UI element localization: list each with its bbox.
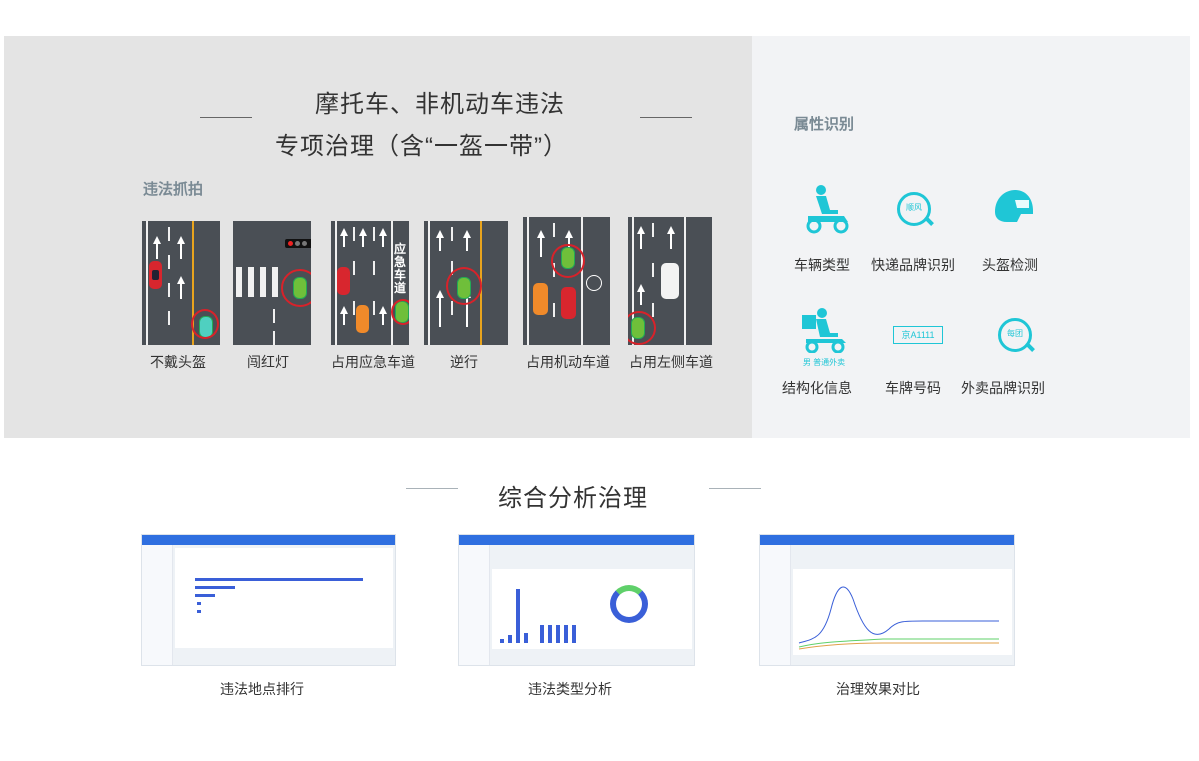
road-thumb-wrong-way (424, 221, 508, 345)
title-divider-right (640, 117, 692, 118)
dashboard-type-analysis (458, 534, 695, 666)
express-search-icon: 顺风 (897, 192, 935, 230)
analysis-title: 综合分析治理 (498, 485, 648, 512)
helmet-icon (995, 190, 1033, 222)
road-thumb-red-light (233, 221, 311, 345)
structured-info-text: 男 普通外卖 (802, 358, 846, 367)
takeout-search-icon: 每团 (998, 318, 1036, 356)
delivery-rider-icon: 男 普通外卖 (798, 307, 850, 371)
dashboard-label-type-analysis: 违法类型分析 (528, 681, 612, 697)
dashboard-label-effect-comparison: 治理效果对比 (836, 681, 920, 697)
capture-label-motor-lane: 占用机动车道 (526, 354, 610, 370)
capture-section-label: 违法抓拍 (143, 181, 204, 198)
road-thumb-no-helmet (142, 221, 220, 345)
express-brand-text: 顺风 (906, 203, 922, 212)
capture-label-wrong-way: 逆行 (450, 354, 478, 370)
dashboard-location-ranking (141, 534, 396, 666)
attribute-label-license-plate: 车牌号码 (885, 380, 941, 396)
attribute-section-label: 属性识别 (794, 116, 855, 133)
attribute-label-express-brand: 快递品牌识别 (871, 257, 955, 273)
dashboard-effect-comparison (759, 534, 1015, 666)
capture-label-red-light: 闯红灯 (247, 354, 289, 370)
capture-label-no-helmet: 不戴头盔 (150, 354, 206, 370)
scooter-rider-icon (806, 185, 849, 234)
attribute-label-helmet: 头盔检测 (982, 257, 1038, 273)
license-plate-icon: 京A1111 (893, 326, 943, 344)
takeout-brand-text: 每团 (1007, 329, 1023, 338)
attribute-label-vehicle-type: 车辆类型 (794, 257, 850, 273)
attribute-recognition-panel (752, 36, 1190, 438)
page-title-line1: 摩托车、非机动车违法 (315, 91, 565, 118)
analysis-divider-left (406, 488, 458, 489)
road-thumb-motor-lane (523, 217, 610, 345)
emergency-lane-road-text: 应急车道 (394, 242, 407, 295)
capture-label-left-lane: 占用左侧车道 (629, 354, 713, 370)
title-divider-left (200, 117, 252, 118)
page-title-line2: 专项治理（含“一盔一带”） (275, 133, 568, 160)
road-thumb-emergency-lane: 应急车道 (331, 221, 409, 345)
attribute-label-takeout-brand: 外卖品牌识别 (961, 380, 1045, 396)
dashboard-label-location-ranking: 违法地点排行 (220, 681, 304, 697)
road-thumb-left-lane (628, 217, 712, 345)
effect-line-chart (798, 586, 999, 650)
analysis-divider-right (709, 488, 761, 489)
attribute-label-structured-info: 结构化信息 (782, 380, 852, 396)
capture-label-emergency-lane: 占用应急车道 (331, 354, 415, 370)
